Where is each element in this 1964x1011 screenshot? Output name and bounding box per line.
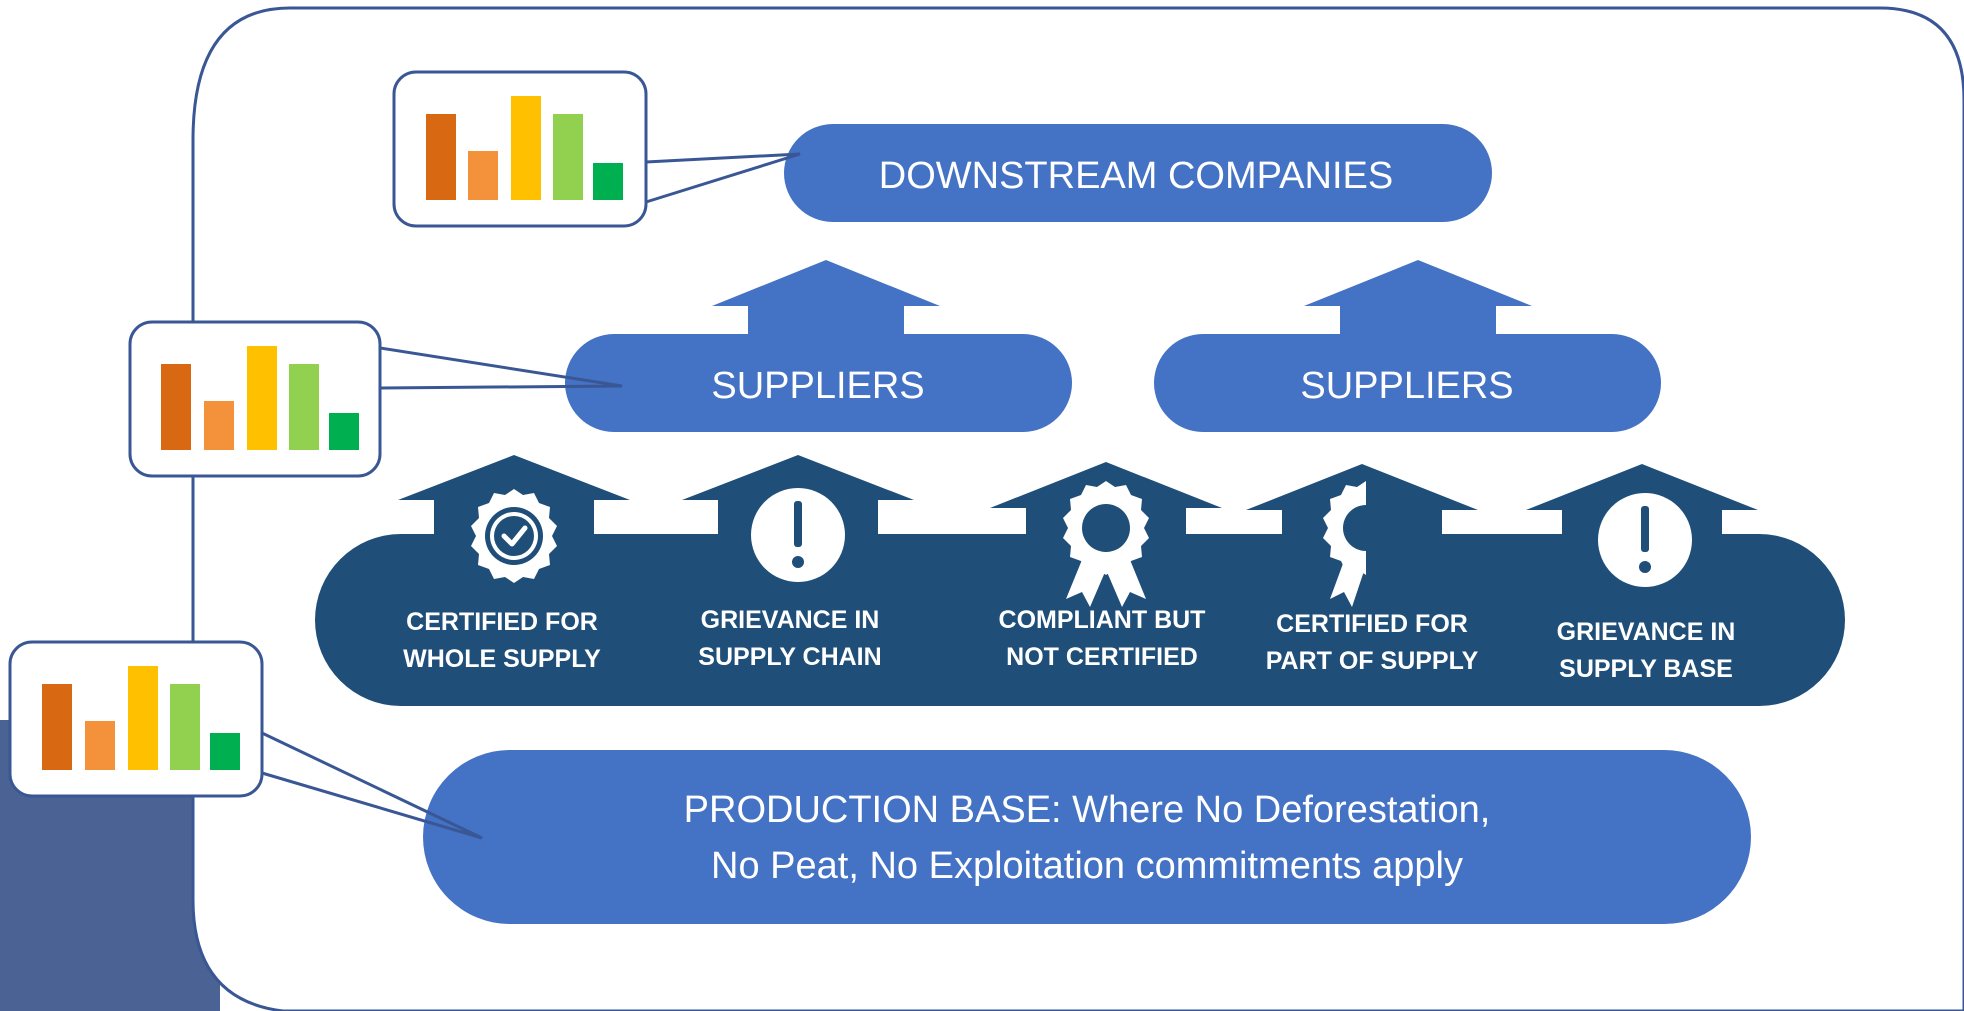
category-grievance-supply-chain: GRIEVANCE IN SUPPLY CHAIN [698,606,881,671]
bar [42,684,72,770]
bar [128,666,158,770]
bar [85,721,115,770]
bar [204,401,234,450]
callout-pointer-top [645,152,801,204]
category-label-line2: NOT CERTIFIED [1006,643,1198,671]
callout-pointer-middle [379,346,623,390]
arrow-up-right-supplier [1304,260,1532,336]
suppliers-left-label: SUPPLIERS [711,365,924,407]
bar [426,114,456,200]
mini-bar-chart [42,666,240,770]
category-certified-part-supply: CERTIFIED FOR PART OF SUPPLY [1266,610,1479,675]
callout-pointer-bottom [261,731,483,840]
bar [511,96,541,200]
category-label-line1: GRIEVANCE IN [1557,618,1736,646]
production-base-line1: PRODUCTION BASE: Where No Deforestation, [684,789,1491,831]
category-label-line1: COMPLIANT BUT [999,606,1206,634]
category-label-line2: SUPPLY CHAIN [698,643,881,671]
partial-award-ribbon-icon [1323,481,1366,607]
bar [329,413,359,450]
bar [170,684,200,770]
category-compliant-not-certified: COMPLIANT BUT NOT CERTIFIED [999,606,1206,671]
production-base-node: PRODUCTION BASE: Where No Deforestation,… [423,750,1751,924]
bar [468,151,498,200]
category-label-line2: SUPPLY BASE [1559,655,1733,683]
arrow-up-left-supplier [712,260,940,336]
suppliers-left-node: SUPPLIERS [565,334,1072,432]
bar [289,364,319,450]
bar [553,114,583,200]
callout-box-bottom [8,640,264,798]
bar [247,346,277,450]
category-label-line1: GRIEVANCE IN [701,606,880,634]
mini-bar-chart [426,96,623,200]
callout-box-top [392,70,648,228]
bar [161,364,191,450]
exclamation-icon [1598,493,1692,587]
downstream-companies-label: DOWNSTREAM COMPANIES [879,155,1393,197]
award-ribbon-icon [1063,481,1149,607]
production-base-line2: No Peat, No Exploitation commitments app… [711,845,1463,887]
downstream-companies-node: DOWNSTREAM COMPANIES [784,124,1492,222]
category-label-line1: CERTIFIED FOR [1276,610,1468,638]
category-certified-whole-supply: CERTIFIED FOR WHOLE SUPPLY [403,608,601,673]
suppliers-right-label: SUPPLIERS [1300,365,1513,407]
exclamation-icon [751,488,845,582]
certified-badge-icon [471,489,557,583]
bar [593,163,623,200]
suppliers-right-node: SUPPLIERS [1154,334,1661,432]
mini-bar-chart [161,346,359,450]
category-label-line2: PART OF SUPPLY [1266,647,1479,675]
callout-box-middle [128,320,382,478]
category-grievance-supply-base: GRIEVANCE IN SUPPLY BASE [1557,618,1736,683]
category-label-line1: CERTIFIED FOR [406,608,598,636]
category-label-line2: WHOLE SUPPLY [403,645,601,673]
bar [210,733,240,770]
